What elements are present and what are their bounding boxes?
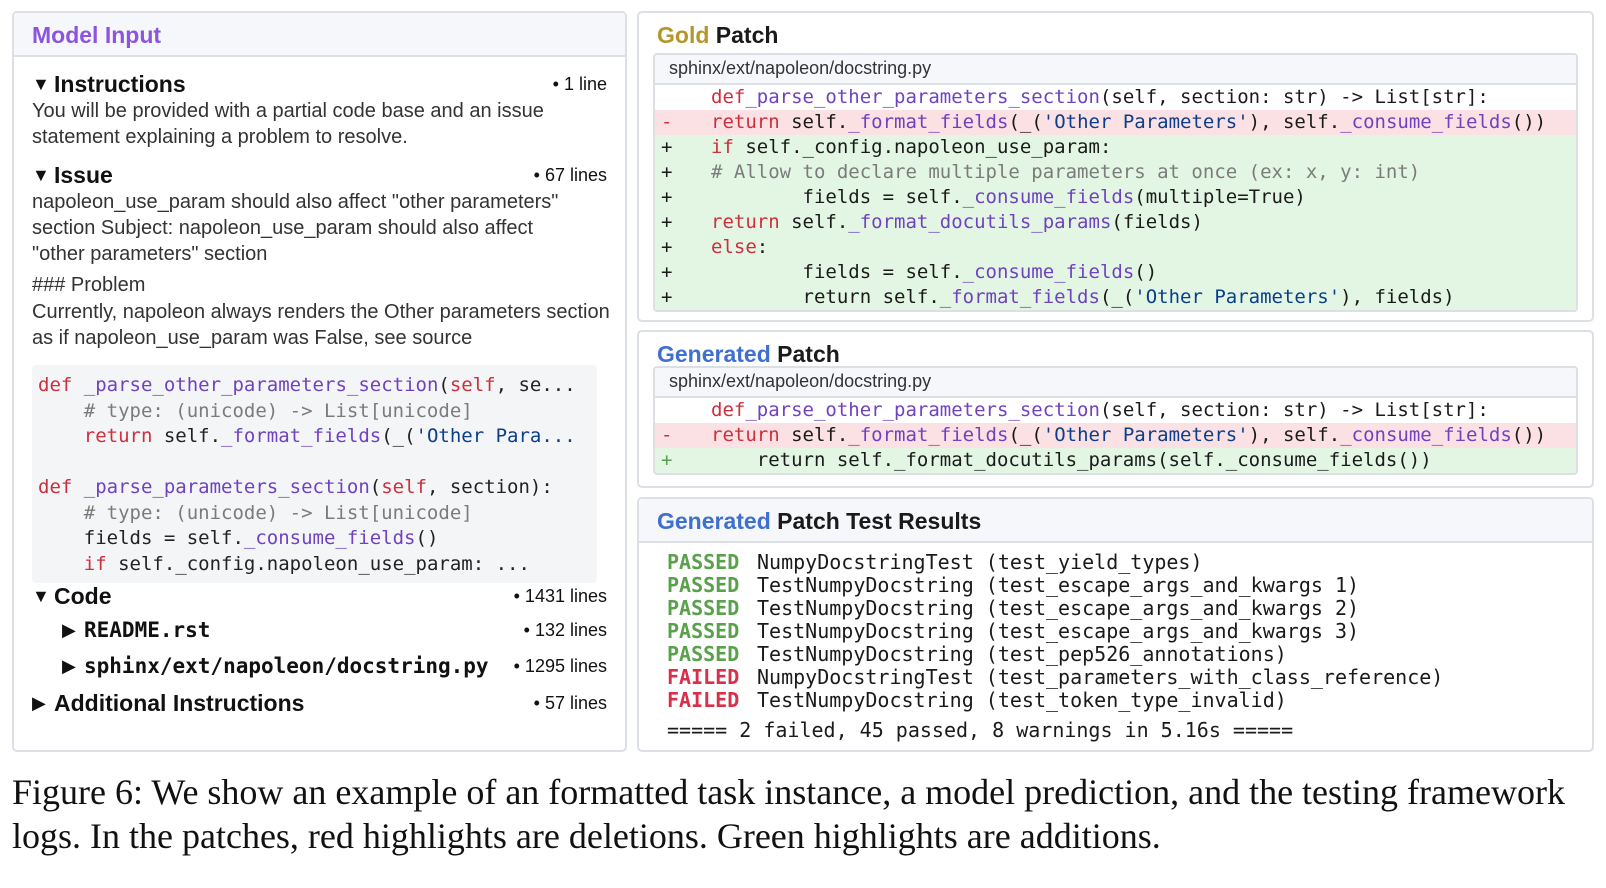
test-result-row: PASSED TestNumpyDocstring (test_escape_ar… bbox=[667, 597, 1443, 620]
test-status: PASSED bbox=[667, 642, 740, 666]
triangle-down-icon: ▼ bbox=[32, 164, 50, 185]
model-input-title: Model Input bbox=[14, 13, 625, 57]
issue-section[interactable]: ▼ Issue • 67 lines bbox=[32, 160, 607, 190]
diff-line-added: + return self._format_docutils_params(fi… bbox=[655, 210, 1576, 235]
code-title: Code bbox=[54, 582, 112, 609]
code-file-name: sphinx/ext/napoleon/docstring.py bbox=[84, 654, 489, 678]
diff-line-added: + if self._config.napoleon_use_param: bbox=[655, 135, 1576, 160]
instructions-section[interactable]: ▼ Instructions • 1 line bbox=[32, 69, 607, 99]
test-status: PASSED bbox=[667, 550, 740, 574]
test-name: TestNumpyDocstring (test_escape_args_and… bbox=[757, 573, 1360, 597]
test-name: NumpyDocstringTest (test_parameters_with… bbox=[757, 665, 1444, 689]
test-status: PASSED bbox=[667, 596, 740, 620]
triangle-right-icon: ▶ bbox=[62, 619, 76, 640]
code-file-name: README.rst bbox=[84, 618, 211, 642]
test-results-title: Generated Patch Test Results bbox=[639, 499, 1592, 543]
triangle-right-icon: ▶ bbox=[62, 655, 76, 676]
generated-patch-panel: Generated Patch sphinx/ext/napoleon/docs… bbox=[637, 330, 1594, 488]
issue-text: napoleon_use_param should also affect "o… bbox=[32, 191, 559, 265]
test-result-row: PASSED TestNumpyDocstring (test_escape_ar… bbox=[667, 620, 1443, 643]
test-results-list: PASSED NumpyDocstringTest (test_yield_typ… bbox=[667, 551, 1443, 742]
diff-line-deleted: - return self._format_fields(_('Other Pa… bbox=[655, 423, 1576, 448]
test-name: TestNumpyDocstring (test_escape_args_and… bbox=[757, 619, 1360, 643]
issue-code-snippet: def _parse_other_parameters_section(self… bbox=[32, 365, 597, 583]
test-results-panel: Generated Patch Test Results PASSED Numpy… bbox=[637, 497, 1594, 752]
triangle-right-icon: ▶ bbox=[32, 692, 46, 713]
test-result-row: PASSED NumpyDocstringTest (test_yield_typ… bbox=[667, 551, 1443, 574]
generated-patch-file: sphinx/ext/napoleon/docstring.py def _pa… bbox=[653, 366, 1578, 475]
triangle-down-icon: ▼ bbox=[32, 73, 50, 94]
diff-line-deleted: - return self._format_fields(_('Other Pa… bbox=[655, 110, 1576, 135]
code-file-readme[interactable]: ▶ README.rst • 132 lines bbox=[62, 615, 607, 645]
model-input-panel: Model Input ▼ Instructions • 1 line You … bbox=[12, 11, 627, 752]
additional-count: • 57 lines bbox=[533, 692, 607, 713]
issue-title: Issue bbox=[54, 161, 113, 188]
test-status: PASSED bbox=[667, 619, 740, 643]
test-name: TestNumpyDocstring (test_pep526_annotati… bbox=[757, 642, 1287, 666]
test-name: TestNumpyDocstring (test_token_type_inva… bbox=[757, 688, 1287, 712]
gold-patch-file: sphinx/ext/napoleon/docstring.py def _pa… bbox=[653, 53, 1578, 312]
diff-line: def _parse_other_parameters_section(self… bbox=[711, 399, 1489, 421]
issue-count: • 67 lines bbox=[533, 164, 607, 185]
diff-line-added: + return self._format_docutils_params(se… bbox=[655, 448, 1576, 473]
generated-patch-title: Generated Patch bbox=[657, 341, 840, 367]
test-name: NumpyDocstringTest (test_yield_types) bbox=[757, 550, 1203, 574]
instructions-count: • 1 line bbox=[552, 73, 607, 94]
test-summary: ===== 2 failed, 45 passed, 8 warnings in… bbox=[667, 718, 1294, 742]
diff-line-added: + else: bbox=[655, 235, 1576, 260]
gold-file-name: sphinx/ext/napoleon/docstring.py bbox=[655, 55, 1576, 85]
gold-patch-panel: Gold Patch sphinx/ext/napoleon/docstring… bbox=[637, 11, 1594, 322]
generated-file-name: sphinx/ext/napoleon/docstring.py bbox=[655, 368, 1576, 398]
test-result-row: FAILED TestNumpyDocstring (test_token_typ… bbox=[667, 689, 1443, 712]
additional-section[interactable]: ▶ Additional Instructions • 57 lines bbox=[32, 688, 607, 718]
figure-caption: Figure 6: We show an example of an forma… bbox=[12, 772, 1565, 856]
code-file-docstring[interactable]: ▶ sphinx/ext/napoleon/docstring.py • 129… bbox=[62, 651, 607, 681]
issue-problem-text: Currently, napoleon always renders the O… bbox=[32, 301, 610, 349]
issue-problem-heading: ### Problem bbox=[32, 274, 146, 296]
code-file-count: • 132 lines bbox=[523, 619, 607, 640]
additional-title: Additional Instructions bbox=[54, 689, 305, 716]
code-file-count: • 1295 lines bbox=[513, 655, 607, 676]
code-section[interactable]: ▼ Code • 1431 lines bbox=[32, 581, 607, 611]
test-status: PASSED bbox=[667, 573, 740, 597]
diff-line-added: + return self._format_fields(_('Other Pa… bbox=[655, 285, 1576, 310]
diff-line: def _parse_other_parameters_section(self… bbox=[711, 86, 1489, 108]
diff-line-added: + # Allow to declare multiple parameters… bbox=[655, 160, 1576, 185]
test-result-row: PASSED TestNumpyDocstring (test_pep526_an… bbox=[667, 643, 1443, 666]
instructions-title: Instructions bbox=[54, 70, 186, 97]
test-result-row: FAILED NumpyDocstringTest (test_parameter… bbox=[667, 666, 1443, 689]
code-count: • 1431 lines bbox=[513, 585, 607, 606]
test-result-row: PASSED TestNumpyDocstring (test_escape_ar… bbox=[667, 574, 1443, 597]
test-status: FAILED bbox=[667, 688, 740, 712]
test-status: FAILED bbox=[667, 665, 740, 689]
test-name: TestNumpyDocstring (test_escape_args_and… bbox=[757, 596, 1360, 620]
triangle-down-icon: ▼ bbox=[32, 585, 50, 606]
gold-patch-title: Gold Patch bbox=[657, 22, 779, 48]
diff-line-added: + fields = self._consume_fields(multiple… bbox=[655, 185, 1576, 210]
instructions-text: You will be provided with a partial code… bbox=[32, 100, 544, 148]
diff-line-added: + fields = self._consume_fields() bbox=[655, 260, 1576, 285]
